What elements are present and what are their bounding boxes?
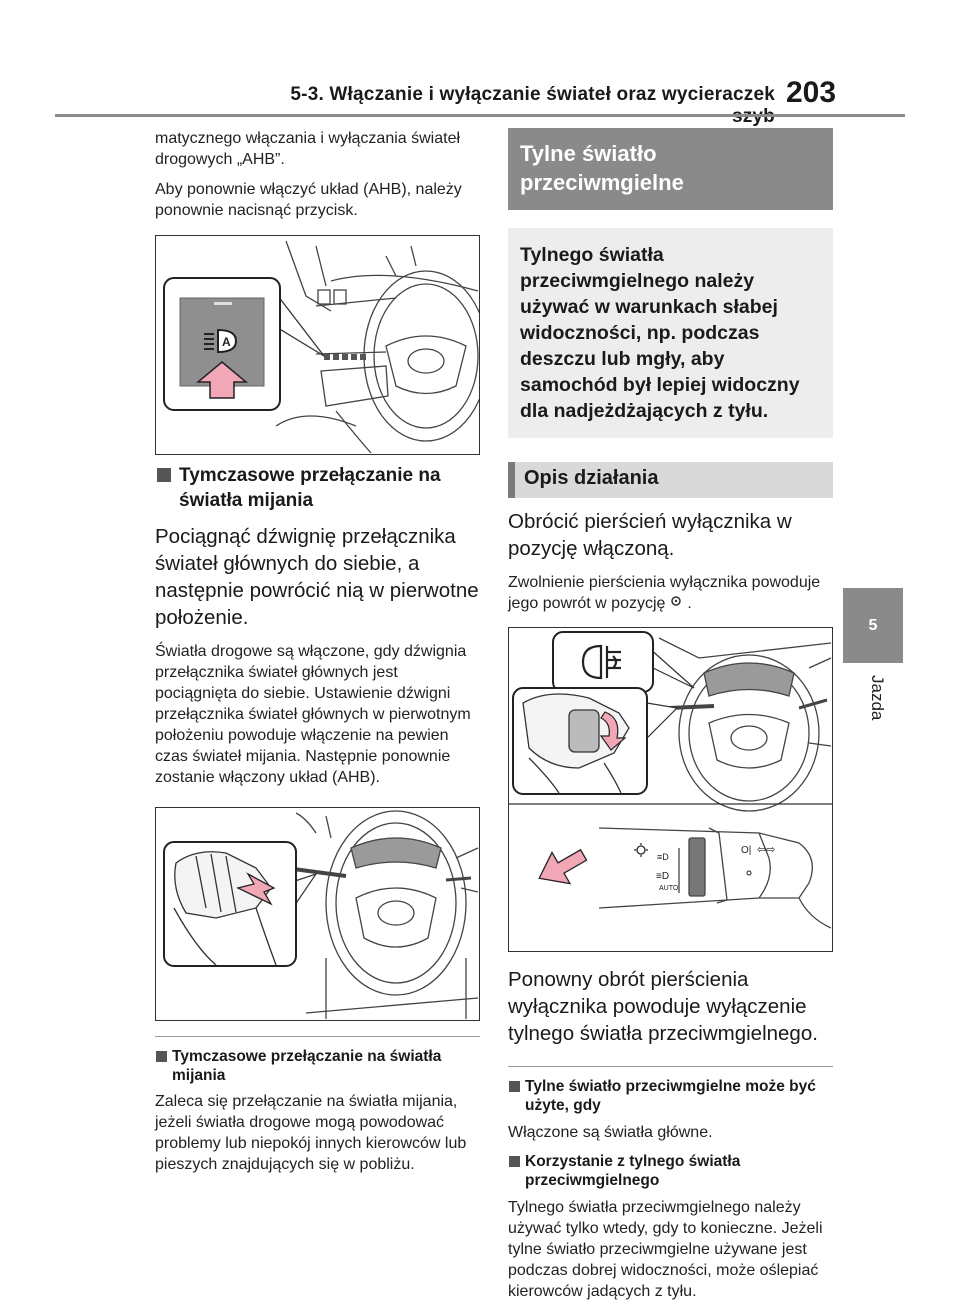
- fog-switch-illustration: ≡D ≡D AUTO O| ⇦⇨: [509, 631, 832, 929]
- intro-paragraph-2: Aby ponownie włączyć układ (AHB), należy…: [155, 181, 462, 219]
- text-headlights-on: Włączone są światła główne.: [508, 1124, 713, 1142]
- auto-high-beam-icon: A: [204, 328, 238, 354]
- svg-text:⇦⇨: ⇦⇨: [757, 844, 775, 856]
- pink-pull-arrow-icon: [236, 872, 276, 906]
- svg-text:≡D: ≡D: [656, 871, 669, 882]
- svg-text:A: A: [222, 335, 231, 349]
- ring-neutral-position-icon: [669, 593, 683, 614]
- left-column: matycznego włączania i wyłączania świate…: [155, 128, 480, 1175]
- pink-rotate-arrow-icon: [599, 711, 627, 752]
- svg-text:≡D: ≡D: [657, 852, 669, 862]
- rear-fog-light-icon: [581, 645, 621, 680]
- chapter-tab: 5: [843, 588, 903, 663]
- switch-auto-label: AUTO: [659, 885, 679, 892]
- heading-temporary-low-beam-2: Tymczasowe przełączanie na światła mijan…: [155, 1047, 480, 1085]
- section-header-title: 5-3. Włączanie i wyłączanie świateł oraz…: [290, 84, 775, 127]
- note-high-beam: Światła drogowe są włączone, gdy dźwigni…: [155, 643, 471, 786]
- text-using-rear-fog: Tylnego światła przeciwmgielnego należy …: [508, 1199, 823, 1301]
- intro-paragraph-1: matycznego włączania i wyłączania świate…: [155, 130, 461, 168]
- section-divider-right: [508, 1066, 833, 1068]
- figure-ahb-button: A: [155, 235, 480, 455]
- instruction-turn-ring: Obrócić pierścień wyłącznika w pozycję w…: [508, 510, 792, 560]
- chapter-label: Jazda: [868, 675, 887, 721]
- pink-push-arrow-icon: [195, 361, 249, 399]
- intro-box-rear-fog: Tylnego światła przeciwmgielnego należy …: [508, 228, 833, 438]
- section-title-rear-fog: Tylne światło przeciwmgielne: [508, 128, 833, 210]
- page-number: 203: [786, 76, 837, 109]
- dashboard-illustration: A: [163, 240, 479, 454]
- chapter-number: 5: [868, 616, 878, 634]
- note-ring-release: Zwolnienie pierścienia wyłącznika powodu…: [508, 572, 833, 614]
- figure-rear-fog-switch: ≡D ≡D AUTO O| ⇦⇨: [508, 627, 833, 953]
- subsection-operation: Opis działania: [508, 462, 833, 498]
- svg-text:O|: O|: [741, 845, 751, 856]
- steering-lever-illustration: [163, 810, 479, 1019]
- right-column: Tylne światło przeciwmgielne Tylnego świ…: [508, 128, 833, 1302]
- instruction-turn-off: Ponowny obrót pierścienia wyłącznika pow…: [508, 968, 818, 1046]
- note-low-beam-recommendation: Zaleca się przełączanie na światła mijan…: [155, 1093, 467, 1173]
- note-ring-release-end: .: [687, 595, 692, 612]
- note-ring-release-text: Zwolnienie pierścienia wyłącznika powodu…: [508, 574, 821, 612]
- figure-lever-pull: [155, 807, 480, 1021]
- header-divider: [55, 114, 905, 117]
- heading-fog-usable-when: Tylne światło przeciwmgielne może być uż…: [508, 1077, 833, 1115]
- heading-temporary-low-beam: Tymczasowe przełączanie na światła mijan…: [155, 463, 480, 513]
- instruction-pull-lever: Pociągnąć dźwignię przełącznika świateł …: [155, 525, 479, 629]
- section-divider-left: [155, 1036, 480, 1037]
- heading-using-rear-fog: Korzystanie z tylnego światła przeciwmgi…: [508, 1152, 833, 1190]
- pink-push-arrow-icon-2: [538, 849, 588, 885]
- subsection-operation-title: Opis działania: [524, 467, 659, 489]
